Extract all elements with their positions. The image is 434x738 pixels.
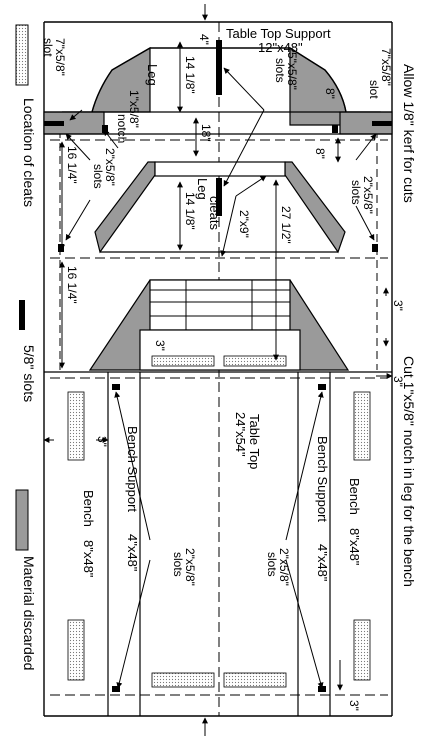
- dim-14-18-top: 14 1/8": [183, 56, 197, 94]
- bench-left-size: 8"x48": [81, 540, 96, 578]
- dim-three-top-right: 3": [391, 376, 405, 387]
- labels: Table Top Support 12"x48" 7"x5/8" slot 7…: [41, 26, 417, 711]
- bench-support-slots: [112, 384, 326, 692]
- callout-2x58-right: 2"x5/8": [361, 176, 375, 214]
- legend-slots-label: 5/8" slots: [21, 345, 37, 402]
- dim-three-right: 3": [391, 300, 405, 311]
- dim-three-left: 3": [95, 436, 109, 447]
- dim-eight-mid: 8": [313, 148, 327, 159]
- table-top-size: 24"x54": [233, 412, 248, 457]
- dim-16-14-a: 16 1/4": [65, 146, 79, 184]
- table-top-support-name: Table Top Support: [226, 26, 331, 41]
- dimension-lines: [43, 4, 393, 736]
- cleat-block: [223, 355, 287, 367]
- callout-2x58-bench-right-slots: slots: [265, 552, 279, 577]
- leg-label-mid: Leg: [195, 178, 210, 200]
- dim-three-cleat: 3": [153, 340, 167, 351]
- bench-notch-note: Cut 1"x5/8" notch in leg for the bench: [401, 356, 417, 587]
- bench-support-right-size: 4"x48": [315, 544, 330, 582]
- callout-2x58-bench-left-slots: slots: [171, 552, 185, 577]
- slot-swatch: [19, 300, 25, 330]
- bench-right-size: 8"x48": [347, 528, 362, 566]
- cleat-block: [151, 355, 215, 367]
- legend-cleat-label: Location of cleats: [21, 98, 37, 207]
- bench-support-right: Bench Support: [315, 436, 330, 522]
- callout-slot-right: slot: [367, 80, 381, 99]
- discard-swatch: [15, 489, 29, 551]
- dim-three-bottom: 3": [347, 700, 361, 711]
- table-top-support-piece: [43, 40, 393, 135]
- callout-2x58-bench-right: 2"x5/8": [277, 548, 291, 586]
- callout-notch: notch: [115, 114, 129, 143]
- dim-14-18-mid: 14 1/8": [183, 192, 197, 230]
- cleat-locations: [67, 391, 371, 688]
- bench-left: Bench: [81, 490, 96, 527]
- callout-7x58-left: 7"x5/8": [53, 38, 67, 76]
- leg-label-upper: Leg: [145, 64, 160, 86]
- bench-support-left: Bench Support: [125, 426, 140, 512]
- callout-2x58-left: 2"x5/8": [103, 148, 117, 186]
- callout-2x9: 2"x9": [237, 210, 251, 238]
- callout-2x58-bench-left: 2"x5/8": [183, 548, 197, 586]
- callout-5x58-slots: slots: [273, 58, 287, 83]
- dim-16-14-b: 16 1/4": [65, 266, 79, 304]
- dim-eighteen: 18": [199, 124, 213, 142]
- leg-lower-piece: [88, 279, 350, 371]
- callout-notch-size: 1"x5/8": [127, 90, 141, 128]
- callout-2x58-left-slots: slots: [91, 164, 105, 189]
- legend: Location of cleats 5/8" slots Material d…: [15, 24, 37, 670]
- legend-discard-label: Material discarded: [21, 556, 37, 670]
- cleat-swatch: [15, 24, 29, 86]
- dim-four-top: 4": [197, 34, 211, 45]
- callout-slot-left: slot: [41, 38, 55, 57]
- table-top-name: Table Top: [247, 414, 262, 469]
- dim-27-12: 27 1/2": [279, 206, 293, 244]
- cleats-label: cleats: [207, 196, 222, 230]
- table-top-support-size: 12"x48": [258, 40, 303, 55]
- callout-7x58-right: 7"x5/8": [379, 48, 393, 86]
- callout-5x58: 5"x5/8": [285, 52, 299, 90]
- bench-support-left-size: 4"x48": [125, 534, 140, 572]
- leg-upper-piece: [58, 161, 378, 254]
- kerf-note: Allow 1/8" kerf for cuts: [401, 64, 417, 203]
- callout-2x58-right-slots: slots: [349, 180, 363, 205]
- bench-right: Bench: [347, 478, 362, 515]
- dim-eight-top: 8": [323, 88, 337, 99]
